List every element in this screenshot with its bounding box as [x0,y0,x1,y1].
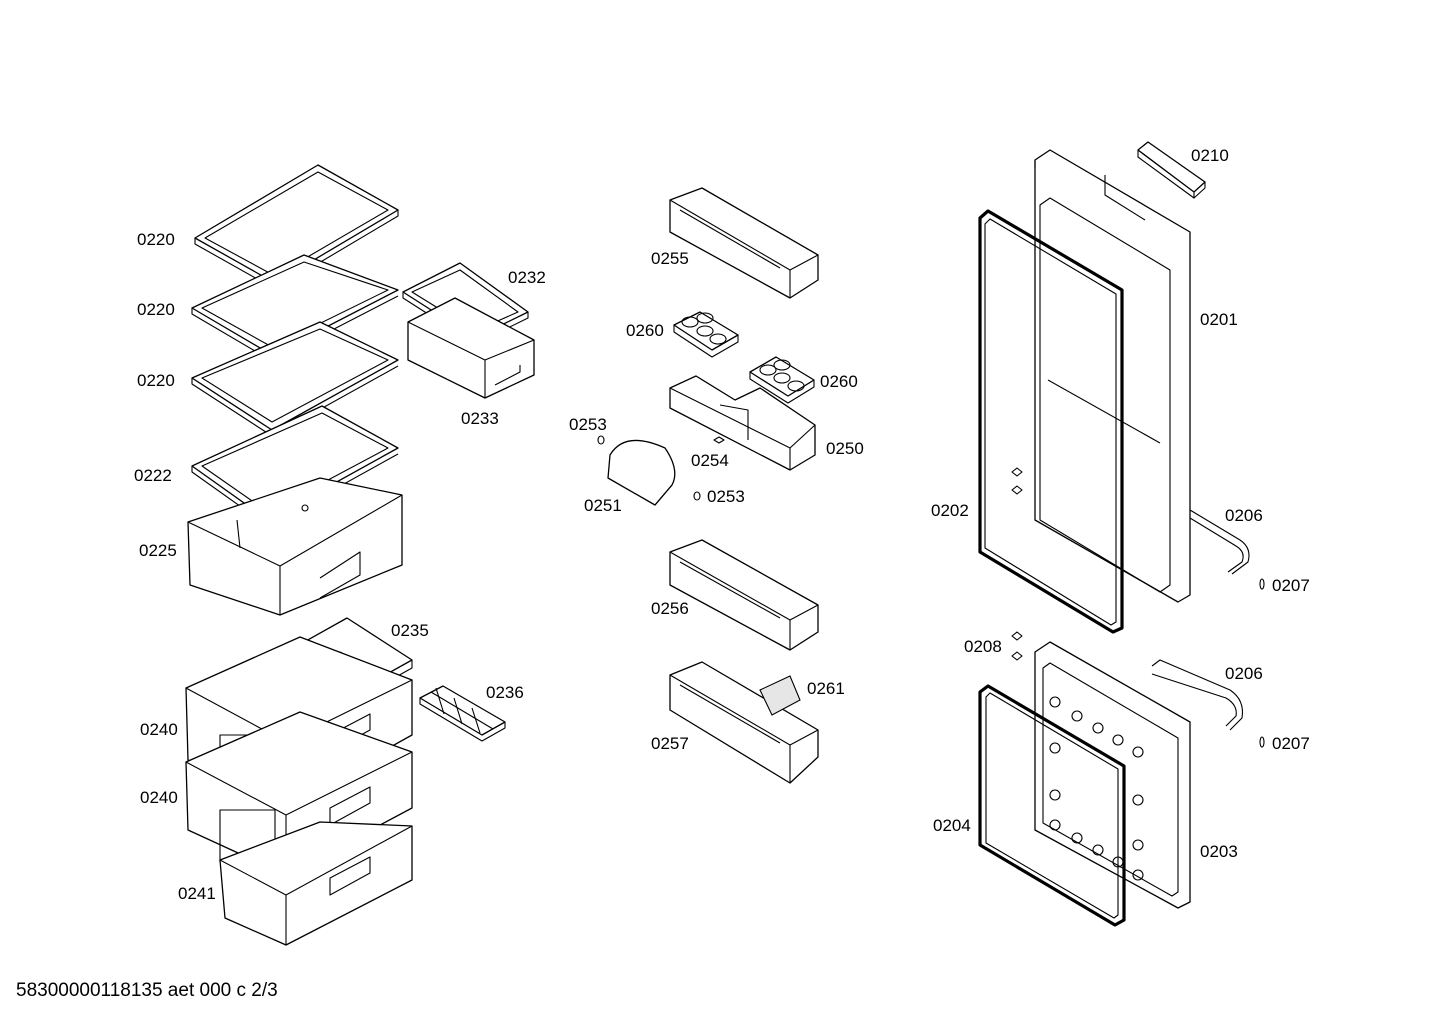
pin-0207-lower [1259,736,1265,748]
label-0256: 0256 [651,599,689,618]
hinge-bracket-0206-upper [1189,509,1250,575]
glass-shelf-third [191,321,399,437]
label-0222: 0222 [134,466,172,485]
label-0220-third: 0220 [137,371,175,390]
screw-0253-bottom [693,491,701,501]
label-0240-second: 0240 [140,788,178,807]
hinge-bracket-0206-lower [1151,659,1244,731]
egg-tray-0260-right [749,356,815,404]
label-0250: 0250 [826,439,864,458]
label-0225: 0225 [139,541,177,560]
freezer-drawer-0241 [219,821,413,946]
label-0220-second: 0220 [137,300,175,319]
label-0241: 0241 [178,884,216,903]
label-0204: 0204 [933,816,971,835]
label-0251: 0251 [584,496,622,515]
label-0206-lower: 0206 [1225,664,1263,683]
label-0202: 0202 [931,501,969,520]
door-gasket-0204 [978,684,1126,927]
door-bin-0257 [669,661,819,784]
freezer-door-dimples [1049,696,1144,881]
glass-shelf-0222 [191,405,399,527]
hinge-screws-upper [1011,467,1023,495]
label-0254: 0254 [691,451,729,470]
label-0260-left: 0260 [626,321,664,340]
screw-0253-top [597,435,605,445]
door-bin-0250 [669,375,816,471]
document-code: 58300000118135 aet 000 c 2/3 [16,980,278,1001]
screws-0208 [1011,631,1023,661]
label-0261: 0261 [807,679,845,698]
label-0255: 0255 [651,249,689,268]
door-bin-0255 [669,187,819,299]
crisper-box-0225 [187,477,403,616]
label-0208: 0208 [964,637,1002,656]
freezer-door-0203 [1034,641,1191,909]
door-bin-0256 [669,539,819,651]
label-0232: 0232 [508,268,546,287]
label-0257: 0257 [651,734,689,753]
label-0206-upper: 0206 [1225,506,1263,525]
glass-shelf-second [191,254,399,362]
bin-divider-0261 [759,675,801,716]
door-gasket-0202 [978,209,1124,634]
egg-tray-0260-left [673,311,739,358]
label-0235: 0235 [391,621,429,640]
label-0253-bottom: 0253 [707,487,745,506]
label-0210: 0210 [1191,146,1229,165]
screw-0254 [713,436,725,444]
label-0236: 0236 [486,683,524,702]
label-0240-top: 0240 [140,720,178,739]
label-0220-top: 0220 [137,230,175,249]
label-0233: 0233 [461,409,499,428]
glass-shelf-top [194,164,399,290]
cover-flap-0251 [607,439,676,506]
label-0203: 0203 [1200,842,1238,861]
fridge-door-0201 [1034,149,1191,603]
label-0207-upper: 0207 [1272,576,1310,595]
ice-cube-tray-0236 [419,685,506,742]
door-handle-0210 [1137,141,1206,199]
label-0253-top: 0253 [569,415,607,434]
label-0260-right: 0260 [820,372,858,391]
label-0201: 0201 [1200,310,1238,329]
label-0207-lower: 0207 [1272,734,1310,753]
pin-0207-upper [1259,578,1265,590]
dairy-box-0233 [407,297,535,399]
